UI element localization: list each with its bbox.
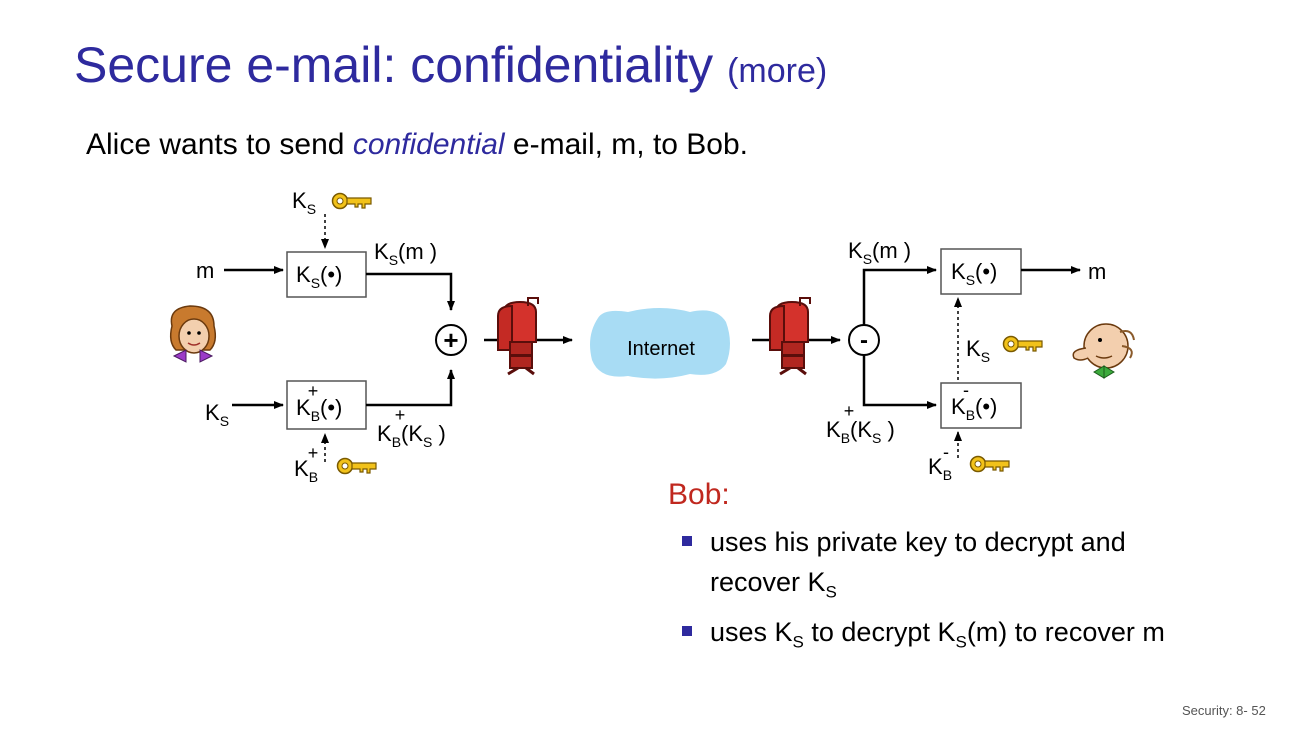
key-icon — [331, 192, 372, 210]
bob-privkey-box — [940, 382, 1022, 429]
alice-input-ks: KS — [205, 400, 229, 429]
bob-pubkey-input-label: KB(KS ) — [826, 417, 895, 446]
key-icon — [969, 455, 1010, 473]
alice-input-m: m — [196, 258, 214, 283]
bob-splitter-symbol: - — [860, 327, 868, 354]
alice-pubkey-box-label: KB(•) — [296, 395, 342, 424]
bob-decrypt-box-label: KS(•) — [951, 259, 997, 288]
alice-pubkey-box-sup: + — [308, 381, 319, 401]
bob-output-m: m — [1088, 259, 1106, 284]
subtitle-emphasis: confidential — [352, 128, 505, 161]
subtitle-before: Alice wants to send — [86, 128, 353, 161]
bullet-2-b-sub: S — [955, 632, 967, 652]
title-text: Secure e-mail: confidentiality — [74, 37, 714, 93]
alice-encrypt-to-combiner — [366, 272, 455, 311]
key-icon — [336, 457, 377, 475]
mailbox-icon — [496, 296, 540, 376]
bob-to-decrypt-arrow — [862, 266, 937, 325]
alice-pubkey-to-combiner — [366, 369, 455, 407]
bob-decrypt-box — [940, 248, 1022, 295]
subtitle-after: e-mail, m, to Bob. — [504, 128, 749, 161]
bullet-1-line2: recover K — [710, 567, 826, 597]
alice-key-ks-label: KS — [292, 188, 316, 217]
bullet-2-b: to decrypt K — [803, 617, 956, 648]
bob-to-privkey-arrow — [862, 355, 937, 409]
bob-key-kb-label: KB — [928, 454, 952, 483]
alice-key-kb-label: KB — [294, 456, 318, 485]
bob-key-ks-label: KS — [966, 336, 990, 365]
alice-combiner — [435, 324, 467, 356]
bullet-2-a: uses K — [710, 617, 793, 648]
bob-privkey-box-label: KB(•) — [951, 394, 997, 423]
slide-footer: Security: 8- 52 — [1182, 703, 1266, 718]
bob-key-kb-sup: - — [943, 442, 949, 462]
bullet-2-a-sub: S — [792, 632, 804, 652]
bob-pubkey-input-sup: + — [844, 401, 855, 421]
bob-bullet-list: uses his private key to decrypt and reco… — [680, 522, 1165, 663]
slide-title: Secure e-mail: confidentiality (more) — [74, 36, 827, 94]
internet-label: Internet — [627, 338, 695, 360]
alice-encrypt-output-label: KS(m ) — [374, 239, 437, 268]
bob-icon — [1072, 323, 1135, 379]
bob-heading: Bob: — [668, 478, 730, 511]
mailbox-icon — [768, 296, 812, 376]
bullet-square-icon — [682, 626, 692, 637]
bullet-square-icon — [682, 536, 692, 546]
bullet-2-c: (m) to recover m — [966, 617, 1165, 648]
slide-subtitle: Alice wants to send confidential e-mail,… — [86, 128, 748, 162]
cloud-icon — [590, 308, 730, 379]
bullet-1-line1: uses his private key to decrypt and — [710, 527, 1126, 557]
bob-privkey-box-sup: - — [963, 380, 969, 400]
list-item: uses his private key to decrypt and reco… — [680, 522, 1165, 612]
alice-key-kb-sup: + — [308, 443, 319, 463]
alice-icon — [169, 305, 217, 363]
key-icon — [1002, 335, 1043, 353]
alice-pubkey-output-sup: + — [395, 405, 406, 425]
alice-pubkey-output-label: KB(KS ) — [377, 421, 446, 450]
title-suffix: (more) — [727, 52, 828, 90]
list-item: uses KS to decrypt KS(m) to recover m — [680, 612, 1165, 662]
bullet-1-sub: S — [825, 582, 837, 602]
bob-encrypt-input-label: KS(m ) — [848, 238, 911, 267]
alice-combiner-symbol: + — [443, 325, 458, 355]
alice-encrypt-box-label: KS(•) — [296, 262, 342, 291]
